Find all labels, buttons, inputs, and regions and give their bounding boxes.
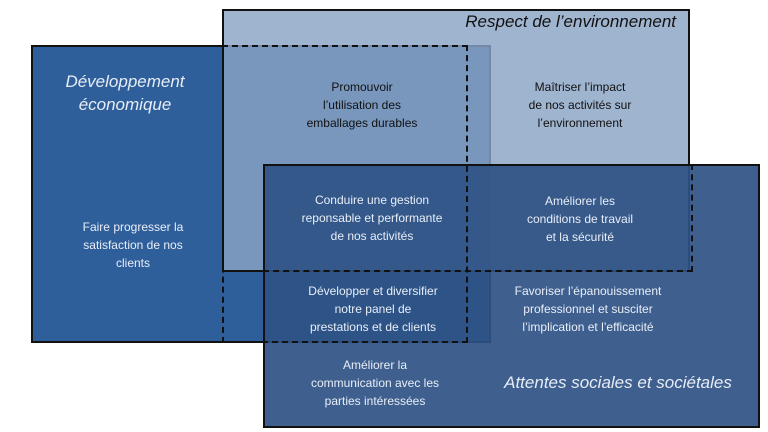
cell-favoriser-epanouissement: Favoriser l’épanouissement professionnel…	[514, 284, 662, 334]
cell-ameliorer-conditions: Améliorer les conditions de travail et l…	[526, 194, 634, 244]
cell-developper-prestations: Développer et diversifier notre panel de…	[308, 284, 438, 334]
title-environnement: Respect de l’environnement	[465, 12, 676, 31]
title-social: Attentes sociales et sociétales	[504, 373, 732, 392]
title-economique: Développement économique	[65, 72, 185, 114]
cell-promouvoir-emballages: Promouvoir l’utilisation des emballages …	[306, 80, 418, 130]
cell-communication-parties: Améliorer la communication avec les part…	[310, 358, 440, 408]
cell-maitriser-impact: Maîtriser l’impact de nos activités sur …	[528, 80, 632, 130]
cell-satisfaction-clients: Faire progresser la satisfaction de nos …	[82, 220, 184, 270]
zone-attentes-sociales	[263, 164, 760, 428]
cell-conduire-gestion: Conduire une gestion reponsable et perfo…	[301, 193, 443, 243]
